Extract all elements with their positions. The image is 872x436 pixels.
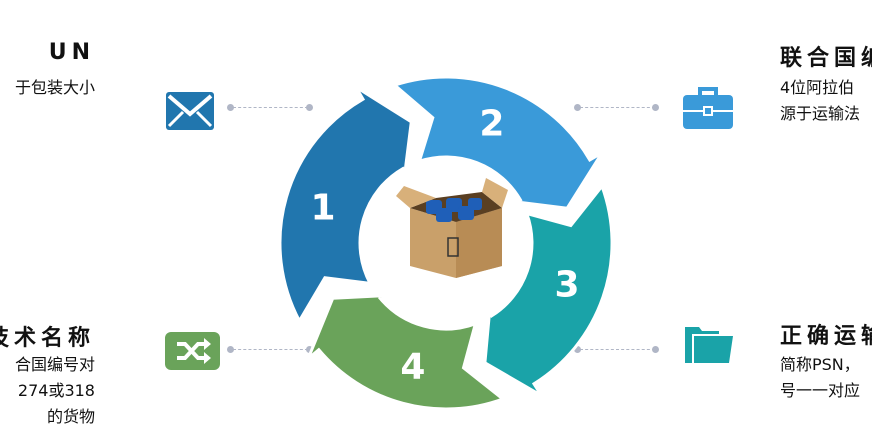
cardboard-box-icon [396, 178, 508, 278]
bottom-left-title: 技术名称 [0, 326, 95, 351]
briefcase-icon [683, 87, 733, 129]
cycle-segment-2 [391, 75, 604, 210]
top-right-line: 4位阿拉伯 [780, 78, 855, 97]
bottom-left-line: 合国编号对 [14, 355, 95, 374]
top-right-line: 源于运输法 [780, 104, 861, 123]
shuffle-icon [165, 332, 220, 370]
top-right-title: 联合国编 [780, 46, 872, 71]
segment-number: 4 [400, 347, 425, 388]
segment-number: 2 [479, 104, 504, 145]
bottom-right-line: 简称PSN， [780, 355, 860, 374]
cycle-segment-3 [483, 183, 614, 397]
cycle-segment-4 [306, 293, 506, 411]
envelope-icon [166, 92, 214, 130]
bottom-right-line: 号一一对应 [780, 381, 861, 400]
segment-number: 1 [310, 188, 335, 229]
cycle-segment-1 [278, 85, 413, 324]
bottom-left-line: 274或318 [17, 381, 95, 400]
top-left-title: UN [48, 40, 95, 65]
bottom-right-title: 正确运输 [780, 324, 872, 349]
bottom-left-line: 的货物 [46, 407, 95, 426]
top-left-line: 于包装大小 [14, 78, 95, 97]
folder-icon [685, 327, 733, 363]
segment-number: 3 [554, 265, 579, 306]
